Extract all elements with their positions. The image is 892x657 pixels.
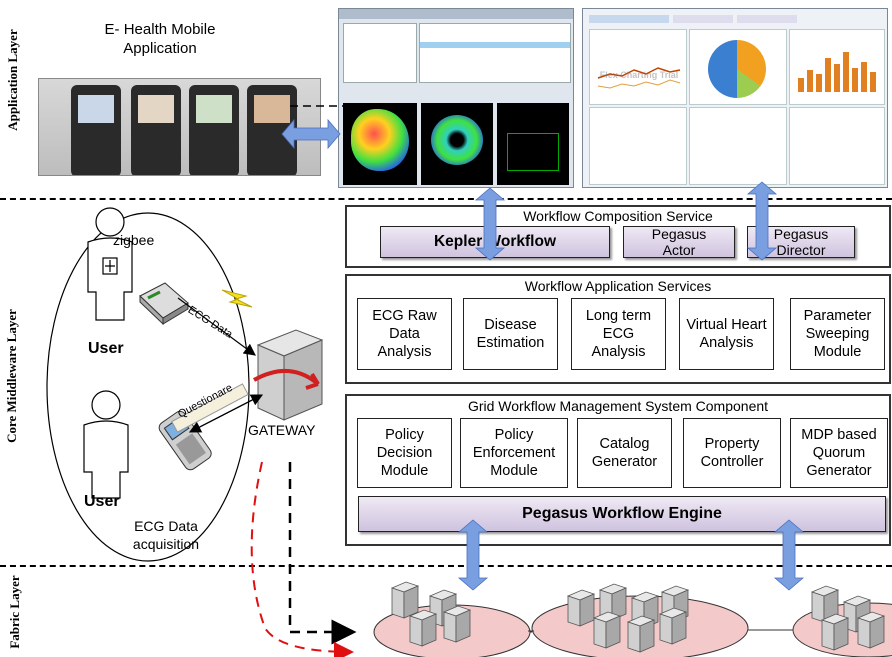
dashboard-mini-bar bbox=[798, 78, 804, 92]
user-top-figure bbox=[87, 207, 133, 321]
mobile-phones-photo bbox=[38, 78, 321, 176]
gateway-red-dashed-arrow bbox=[250, 461, 354, 657]
blue-double-arrow bbox=[746, 181, 778, 261]
ecg-acquisition-caption: ECG Data acquisition bbox=[132, 518, 200, 552]
acquisition-ellipse bbox=[46, 212, 250, 562]
zigbee-label: zigbee bbox=[113, 232, 155, 248]
workflow-composition-title: Workflow Composition Service bbox=[523, 208, 713, 224]
blue-double-arrow bbox=[281, 118, 341, 150]
phone-3 bbox=[189, 85, 239, 175]
pegasus-workflow-engine-box: Pegasus Workflow Engine bbox=[358, 496, 886, 532]
grid-management-title: Grid Workflow Management System Componen… bbox=[467, 398, 769, 414]
property-controller-box: Property Controller bbox=[683, 418, 781, 488]
virtual-heart-screenshot bbox=[338, 8, 574, 188]
disease-estimation-box: Disease Estimation bbox=[463, 298, 558, 370]
blue-double-arrow bbox=[773, 519, 805, 591]
blue-connection-arrows bbox=[281, 118, 805, 591]
pegasus-actor-box: Pegasus Actor bbox=[623, 226, 735, 258]
dashboard-mini-bar bbox=[843, 52, 849, 92]
grid-server-icon bbox=[856, 611, 886, 649]
wireless-lightning-icon bbox=[221, 289, 253, 308]
workflow-application-title: Workflow Application Services bbox=[524, 278, 712, 294]
grid-server-icon bbox=[810, 585, 840, 623]
phone-2 bbox=[131, 85, 181, 175]
dashboard-mini-bar bbox=[870, 72, 876, 92]
line-chart-panel: Flex Charting Trial bbox=[589, 29, 687, 105]
heart-view-2 bbox=[421, 103, 493, 185]
gateway-black-dashed-arrow bbox=[288, 462, 357, 645]
policy-decision-module-box: Policy Decision Module bbox=[357, 418, 452, 488]
user-bottom-figure bbox=[83, 390, 129, 499]
questionnaire-label-bg bbox=[171, 383, 249, 433]
blue-double-arrow bbox=[474, 187, 506, 261]
app-layer-separator bbox=[0, 198, 892, 200]
user-bottom-label: User bbox=[84, 493, 120, 510]
parameter-sweeping-module-box: Parameter Sweeping Module bbox=[790, 298, 885, 370]
heart-view-3 bbox=[497, 103, 569, 185]
fabric-layer-separator bbox=[0, 565, 892, 567]
mdp-quorum-generator-box: MDP based Quorum Generator bbox=[790, 418, 888, 488]
ecg-raw-data-analysis-box: ECG Raw Data Analysis bbox=[357, 298, 452, 370]
user-top-label: User bbox=[88, 340, 124, 357]
grid-server-icon bbox=[626, 615, 656, 653]
grid-server-icon bbox=[390, 581, 420, 619]
grid-server-icon bbox=[592, 611, 622, 649]
heart-view-1 bbox=[343, 103, 417, 185]
ecg-data-arrow bbox=[177, 297, 256, 356]
grid-server-icon bbox=[820, 613, 850, 651]
blue-double-arrow bbox=[457, 519, 489, 591]
grid-server-icon bbox=[442, 605, 472, 643]
dashboard-mini-bar bbox=[861, 62, 867, 92]
virtual-heart-analysis-box: Virtual Heart Analysis bbox=[679, 298, 774, 370]
form-panel-2 bbox=[789, 107, 885, 185]
mobile-app-title: E- Health Mobile Application bbox=[104, 21, 216, 57]
fabric-servers bbox=[390, 581, 886, 653]
policy-enforcement-module-box: Policy Enforcement Module bbox=[460, 418, 568, 488]
zigbee-sensor-icon bbox=[102, 257, 118, 275]
dashboard-mini-bar bbox=[834, 64, 840, 92]
grid-server-icon bbox=[408, 609, 438, 647]
grid-server-icon bbox=[566, 589, 596, 627]
long-term-ecg-analysis-box: Long term ECG Analysis bbox=[571, 298, 666, 370]
gateway-server-icon bbox=[253, 329, 324, 421]
pie-chart-panel bbox=[689, 29, 787, 105]
gateway-label: GATEWAY bbox=[248, 422, 316, 438]
phone-1 bbox=[71, 85, 121, 175]
dashboard-mini-bar bbox=[807, 70, 813, 92]
bar-chart-panel bbox=[789, 29, 885, 105]
dashboard-mini-bar bbox=[825, 58, 831, 92]
screen-panel-left bbox=[343, 23, 417, 83]
form-panel-1 bbox=[589, 107, 687, 185]
pie-chart bbox=[708, 40, 766, 98]
dashboard-mini-bar bbox=[816, 74, 822, 92]
catalog-generator-box: Catalog Generator bbox=[577, 418, 672, 488]
link-list-panel bbox=[689, 107, 787, 185]
screen-panel-table bbox=[419, 23, 571, 83]
ecg-sensor-device-icon bbox=[139, 282, 189, 326]
grid-server-icon bbox=[658, 607, 688, 645]
dashboard-mini-bar bbox=[852, 68, 858, 92]
chart-trial-text: Flex Charting Trial bbox=[599, 70, 679, 80]
dashboard-screenshot: Flex Charting Trial bbox=[582, 8, 888, 188]
